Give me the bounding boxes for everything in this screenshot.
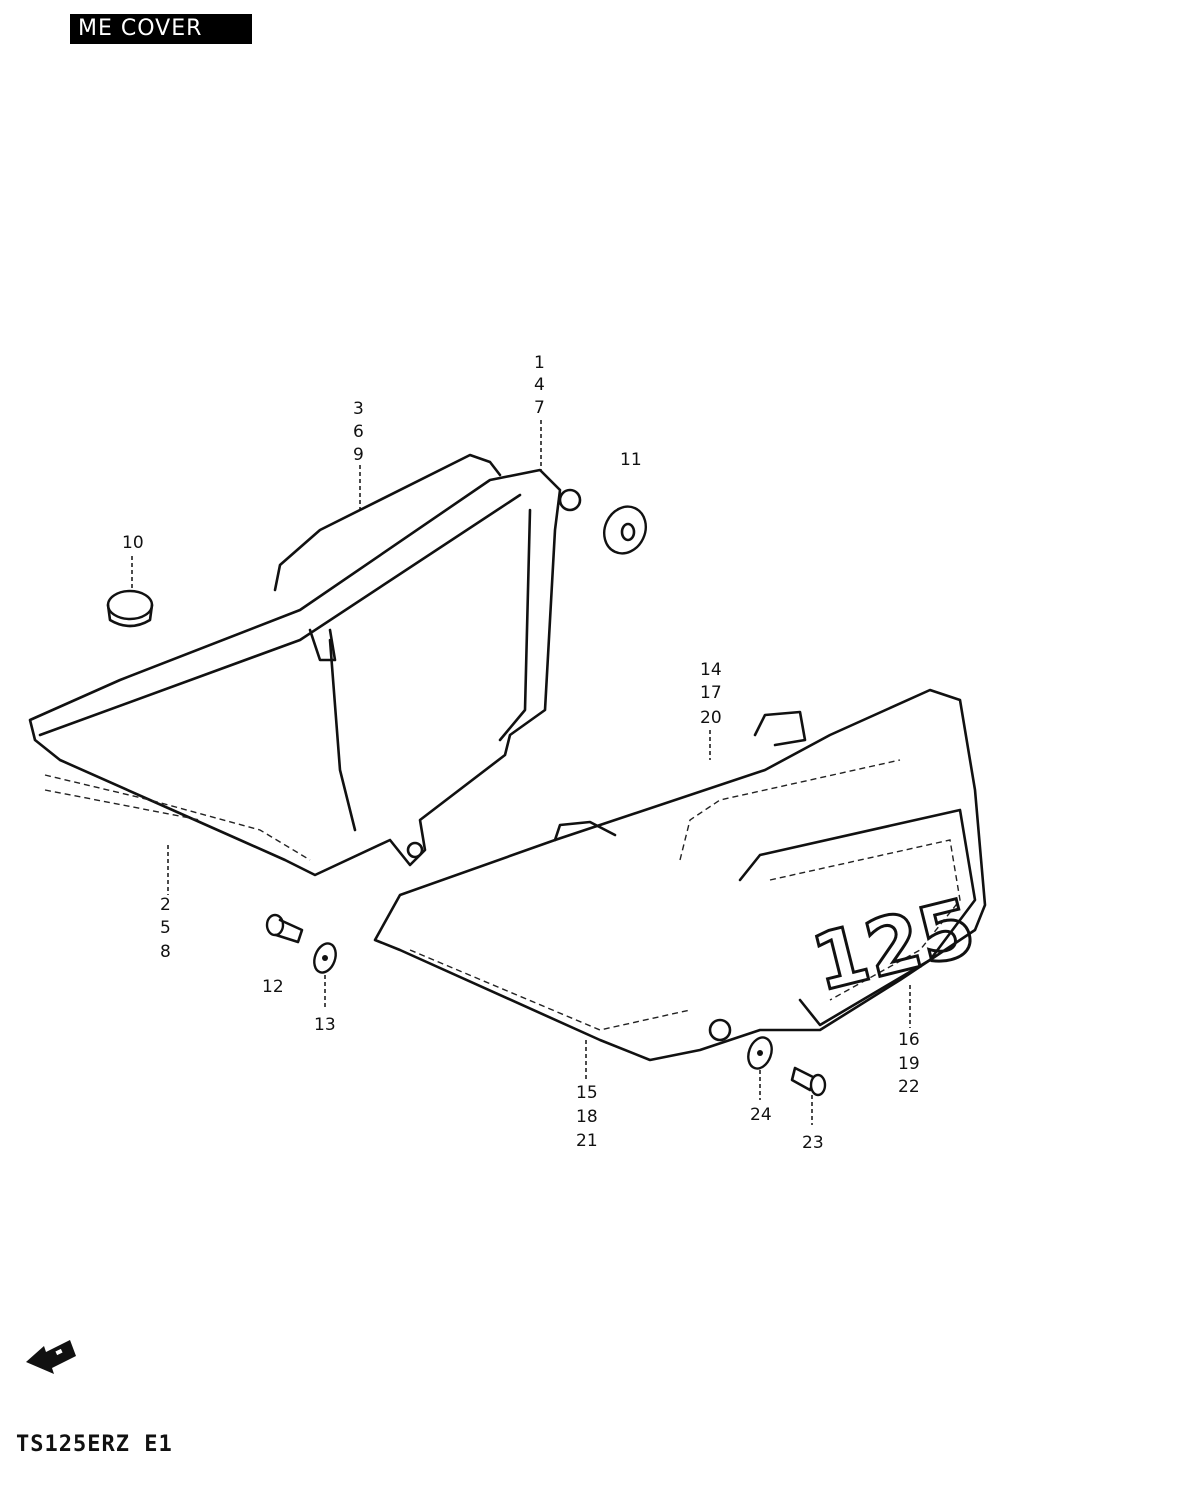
svg-text:1: 1 [534, 353, 545, 373]
svg-text:4: 4 [534, 375, 545, 395]
svg-text:22: 22 [898, 1077, 920, 1097]
svg-text:15: 15 [576, 1083, 598, 1103]
svg-text:3: 3 [353, 399, 364, 419]
emblem-125: 125 [804, 883, 984, 1010]
svg-text:6: 6 [353, 422, 364, 442]
washer-13 [313, 942, 337, 974]
svg-text:16: 16 [898, 1030, 920, 1050]
left-frame-cover [28, 453, 582, 877]
bolt-23 [790, 1066, 827, 1097]
svg-text:19: 19 [898, 1054, 920, 1074]
callout-13: 13 [314, 1015, 336, 1035]
svg-text:7: 7 [534, 398, 545, 418]
svg-text:5: 5 [160, 918, 171, 938]
callout-16-19-22: 16 19 22 [898, 1030, 920, 1097]
svg-text:14: 14 [700, 660, 722, 680]
grommet-10 [106, 589, 154, 628]
callout-15-18-21: 15 18 21 [576, 1083, 598, 1151]
grommet-11 [603, 505, 647, 555]
callout-3-6-9: 3 6 9 [353, 399, 364, 465]
svg-text:20: 20 [700, 708, 722, 728]
model-code: TS125ERZ E1 [16, 1432, 173, 1457]
bolt-12 [265, 913, 304, 944]
callout-23: 23 [802, 1133, 824, 1153]
svg-text:9: 9 [353, 445, 364, 465]
svg-text:18: 18 [576, 1107, 598, 1127]
callout-1-4-7: 1 4 7 [534, 353, 545, 418]
svg-text:17: 17 [700, 683, 722, 703]
callout-11: 11 [620, 450, 642, 470]
front-arrow-icon [26, 1340, 76, 1374]
callout-10: 10 [122, 533, 144, 553]
callout-14-17-20: 14 17 20 [700, 660, 722, 728]
washer-24 [747, 1036, 773, 1070]
svg-text:21: 21 [576, 1131, 598, 1151]
diagram-title: ME COVER [70, 14, 252, 44]
svg-text:8: 8 [160, 942, 171, 962]
right-frame-cover [373, 688, 987, 1062]
callout-12: 12 [262, 977, 284, 997]
svg-text:2: 2 [160, 895, 171, 915]
callout-24: 24 [750, 1105, 772, 1125]
callout-2-5-8: 2 5 8 [160, 895, 171, 962]
